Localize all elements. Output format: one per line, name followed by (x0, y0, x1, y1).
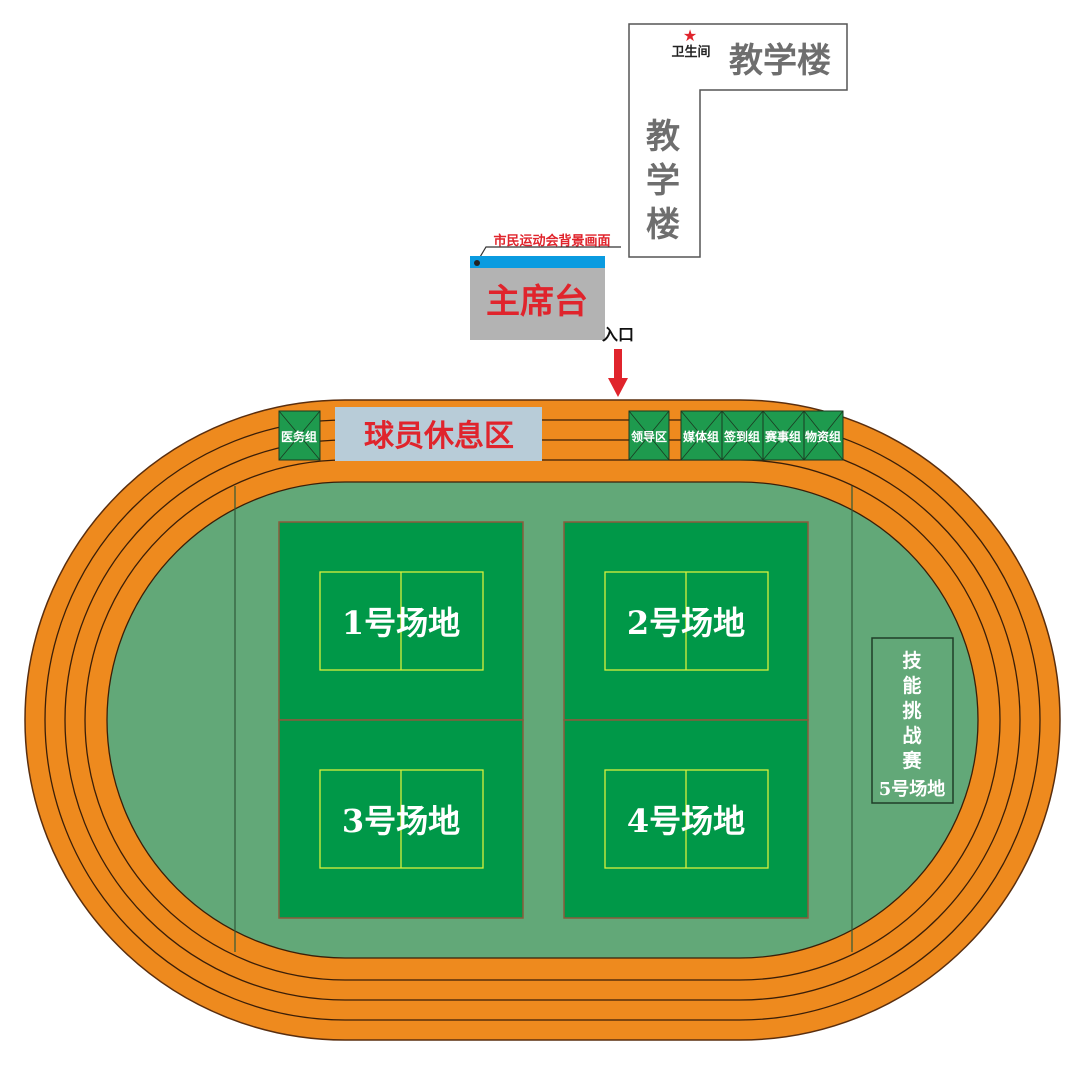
svg-text:3号场地: 3号场地 (342, 802, 460, 840)
svg-text:挑: 挑 (902, 700, 921, 722)
svg-text:医务组: 医务组 (281, 429, 317, 444)
svg-text:5号场地: 5号场地 (879, 778, 946, 800)
lane-line (64, 439, 1021, 1001)
star-icon: ★ (683, 26, 697, 45)
svg-text:2号场地: 2号场地 (627, 604, 745, 642)
court-4: 4号场地 (563, 719, 809, 919)
infield (106, 481, 979, 959)
zone-medical: 医务组 (278, 410, 321, 461)
svg-text:战: 战 (902, 725, 921, 747)
svg-text:物资组: 物资组 (805, 429, 841, 444)
teaching-building (628, 23, 848, 258)
lane-line (84, 459, 1001, 981)
svg-text:领导区: 领导区 (631, 429, 667, 444)
leader-dot (474, 260, 480, 266)
backdrop-screen (470, 256, 605, 268)
backdrop-label: 市民运动会背景画面 (493, 233, 610, 249)
teaching-building-char-1: 教 (646, 117, 680, 157)
restroom-label: 卫生间 (671, 44, 710, 60)
arrow-down-icon (608, 349, 628, 397)
skills-challenge-area: 技 能 挑 战 赛 5号场地 (871, 637, 954, 804)
zone-checkin-group: 签到组 (721, 410, 764, 461)
teaching-building-char-3: 楼 (646, 205, 680, 245)
teaching-building-label-horizontal: 教学楼 (729, 41, 831, 81)
svg-text:媒体组: 媒体组 (683, 429, 719, 444)
main-stand-label: 主席台 (486, 282, 588, 322)
zone-event-group: 赛事组 (762, 410, 805, 461)
svg-text:赛: 赛 (901, 749, 922, 772)
court-3: 3号场地 (278, 719, 524, 919)
teaching-building-char-2: 学 (646, 161, 680, 201)
svg-text:1号场地: 1号场地 (342, 604, 460, 642)
svg-text:球员休息区: 球员休息区 (364, 419, 514, 454)
zone-leaders-area: 领导区 (628, 410, 670, 461)
svg-text:签到组: 签到组 (723, 429, 760, 444)
svg-text:技: 技 (902, 649, 922, 672)
zone-player-rest-area: 球员休息区 (335, 407, 542, 461)
court-2: 2号场地 (563, 521, 809, 721)
main-stand (470, 268, 605, 340)
zone-media-group: 媒体组 (680, 410, 723, 461)
zone-supplies-group: 物资组 (803, 410, 844, 461)
lane-line (44, 419, 1041, 1021)
court-1: 1号场地 (278, 521, 524, 721)
svg-text:4号场地: 4号场地 (627, 802, 745, 840)
svg-text:能: 能 (902, 674, 921, 697)
svg-text:赛事组: 赛事组 (764, 429, 801, 444)
entrance-label: 入口 (602, 325, 634, 344)
